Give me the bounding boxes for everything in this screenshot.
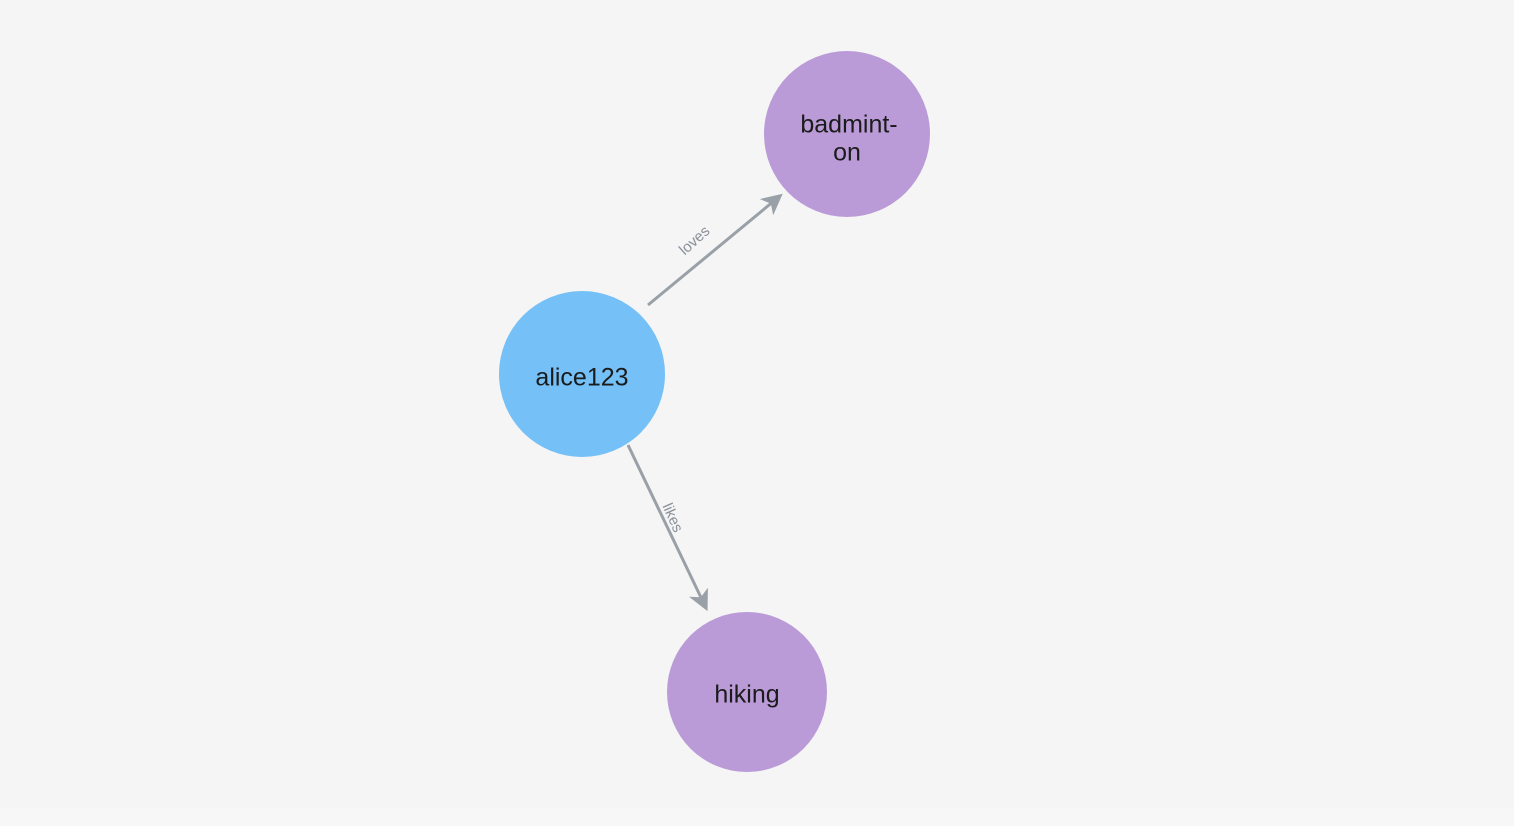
- nodes-layer: alice123 badmint- on hiking: [499, 51, 930, 772]
- node-circle-badminton[interactable]: [764, 51, 930, 217]
- edge-alice123-likes-hiking[interactable]: likes: [626, 444, 708, 612]
- node-hiking[interactable]: hiking: [667, 612, 827, 772]
- edge-line-loves[interactable]: [647, 193, 783, 307]
- node-badminton[interactable]: badmint- on: [764, 51, 930, 217]
- canvas-bottom-band: [0, 808, 1514, 826]
- edge-label-loves: loves: [676, 223, 713, 259]
- edge-line-likes[interactable]: [626, 444, 708, 612]
- node-alice123[interactable]: alice123: [499, 291, 665, 457]
- edge-alice123-loves-badminton[interactable]: loves: [647, 193, 783, 307]
- node-circle-alice123[interactable]: [499, 291, 665, 457]
- node-circle-hiking[interactable]: [667, 612, 827, 772]
